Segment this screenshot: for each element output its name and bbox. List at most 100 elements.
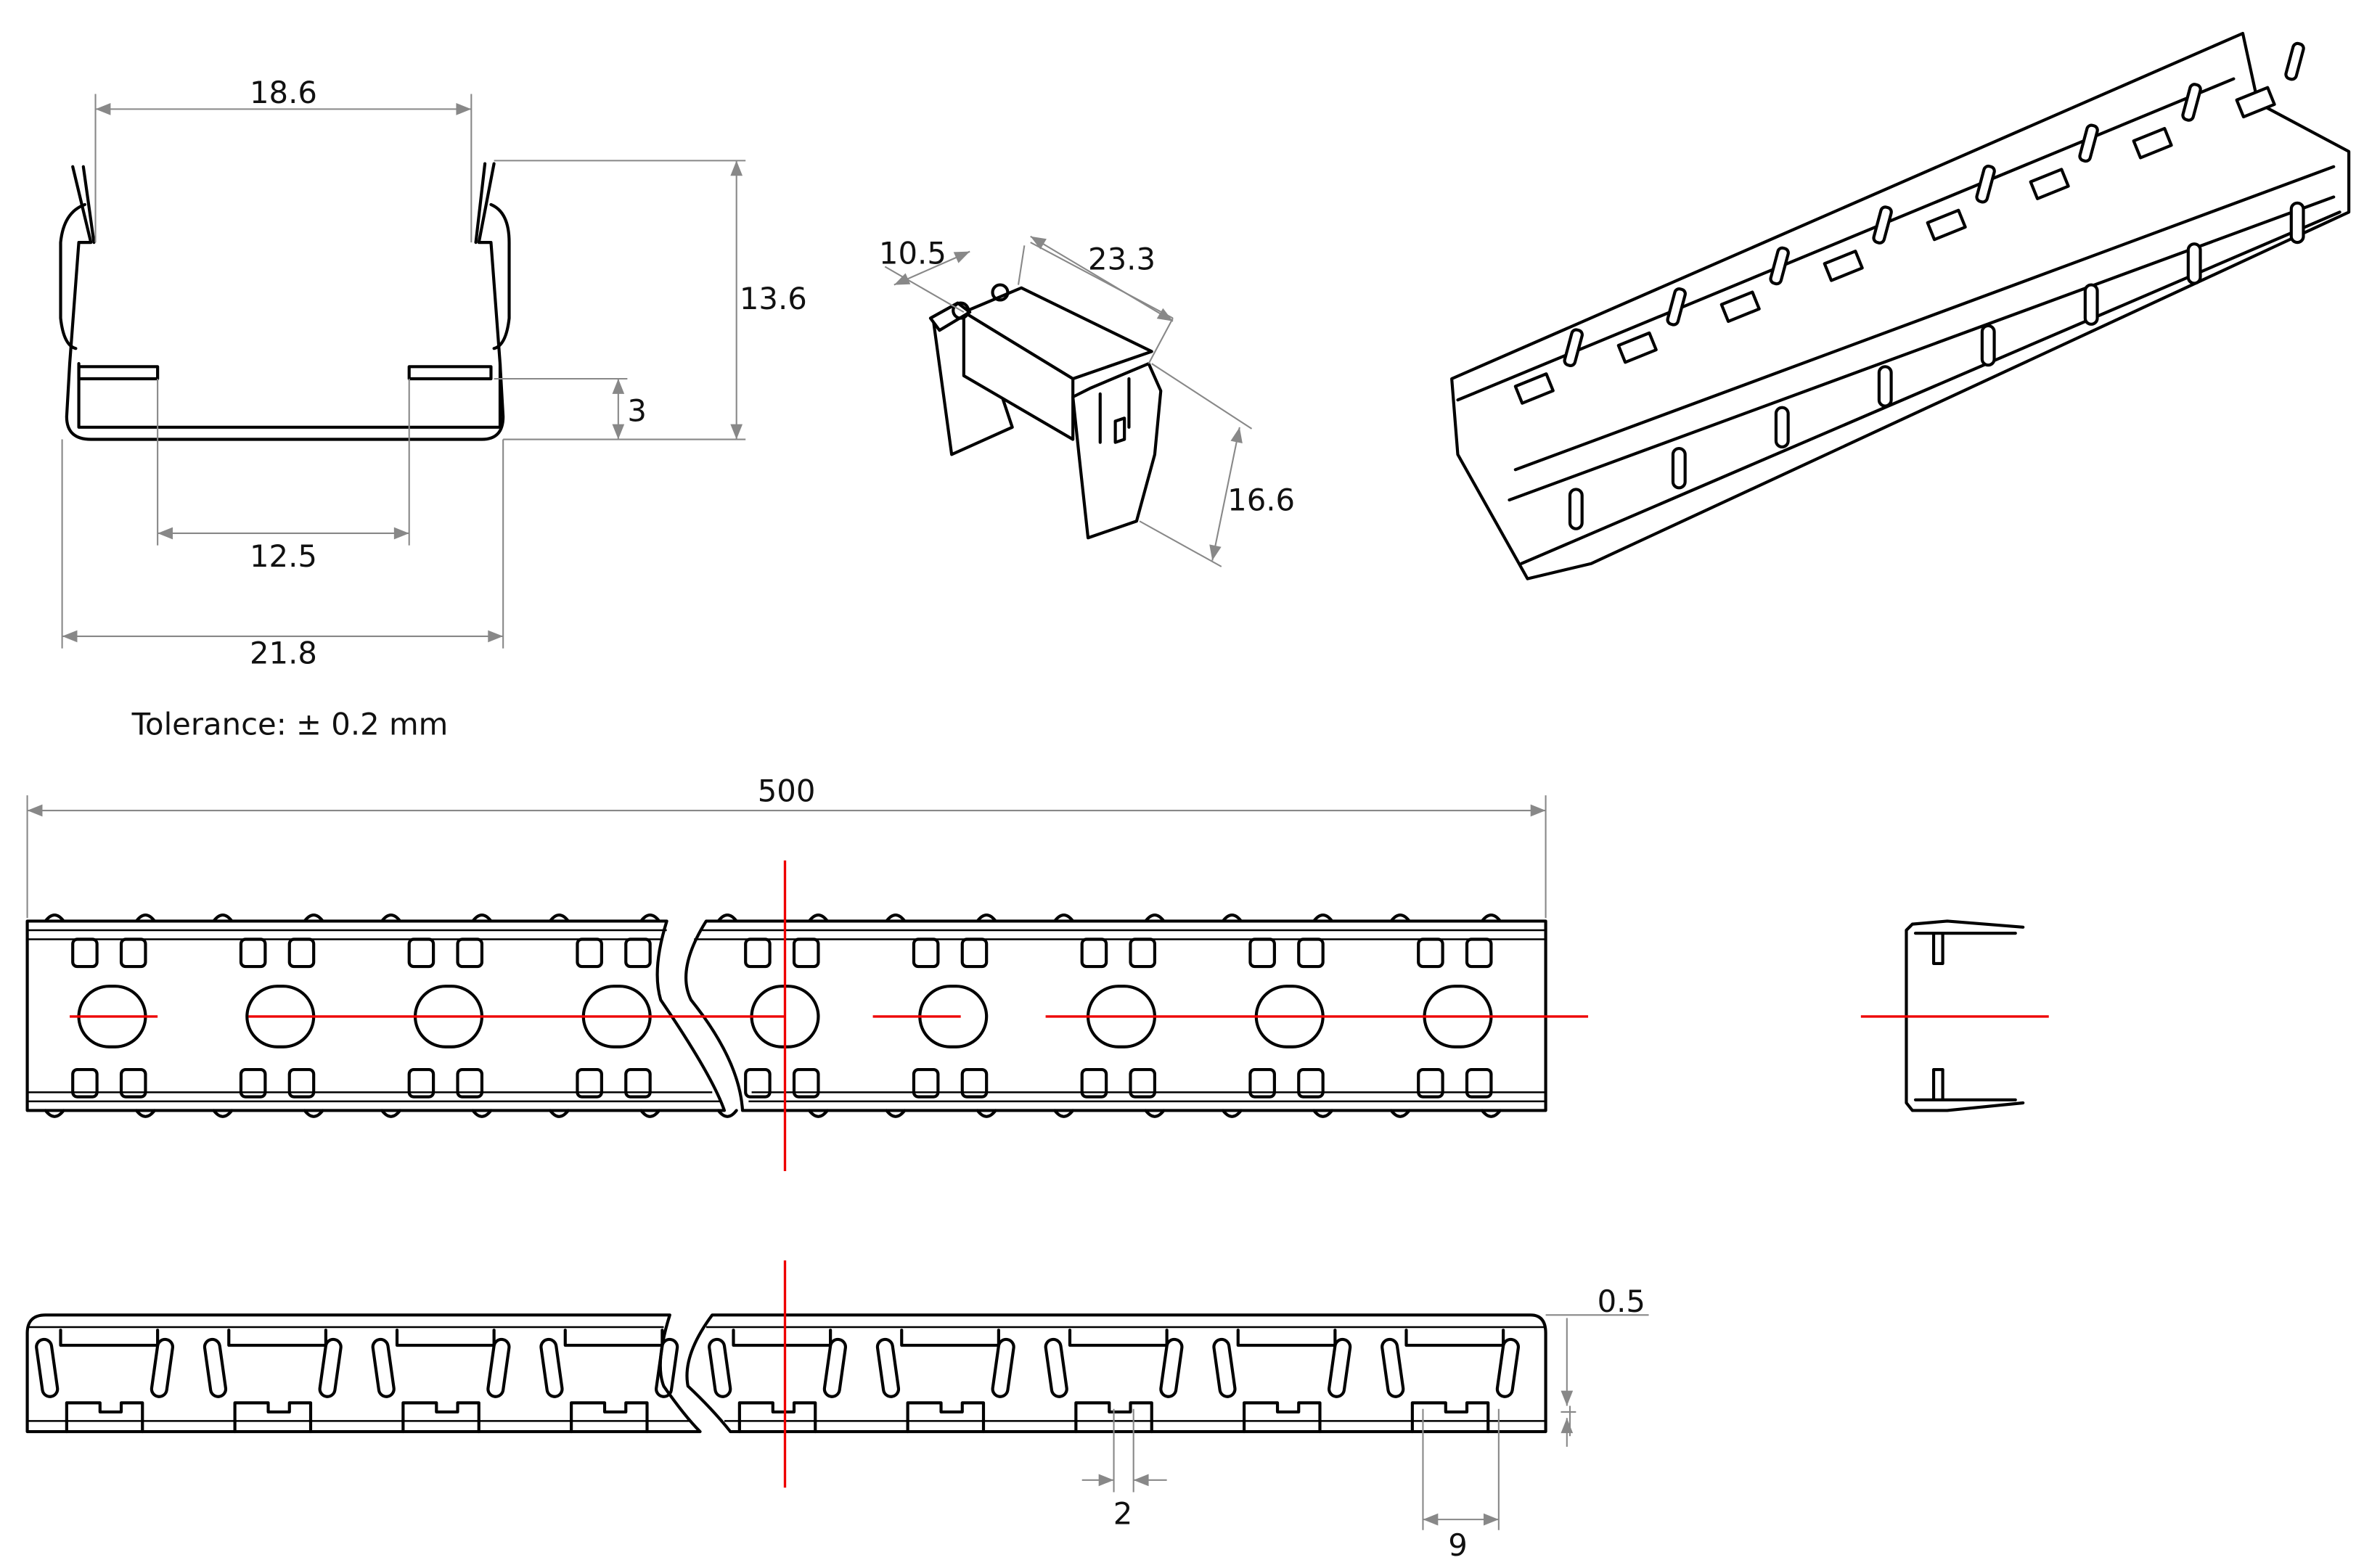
tab <box>1297 1067 1325 1099</box>
dim-clip-height: 16.6 <box>1227 483 1295 518</box>
tab <box>1417 1067 1444 1099</box>
pin <box>655 1337 679 1398</box>
tab <box>287 937 316 969</box>
channel-pin <box>1872 205 1893 245</box>
channel-tab <box>1719 290 1761 324</box>
channel-tab <box>2029 168 2070 200</box>
bump <box>1053 914 1075 1118</box>
tab <box>1248 937 1276 969</box>
tab <box>71 937 99 969</box>
tab <box>960 1067 989 1099</box>
tab <box>792 937 820 969</box>
tolerance-note: Tolerance: ± 0.2 mm <box>131 707 449 742</box>
clip-iso-view: 10.5 23.3 16.6 <box>879 235 1295 567</box>
profile-view: 18.6 13.6 3 12.5 21.8 Tolerance: ± 0.2 m… <box>59 75 807 742</box>
pin <box>1495 1337 1520 1398</box>
channel-pin <box>1666 287 1687 327</box>
channel-pin <box>2289 201 2305 245</box>
tab <box>1465 937 1493 969</box>
tab <box>1417 937 1444 969</box>
tab <box>792 1067 820 1099</box>
tab <box>912 937 940 969</box>
tab <box>456 1067 484 1099</box>
end-view <box>1860 919 2049 1112</box>
channel-tab <box>2235 86 2276 119</box>
window <box>1236 1329 1337 1347</box>
tab <box>912 1067 940 1099</box>
pin <box>539 1337 564 1398</box>
tab <box>1129 937 1157 969</box>
tab <box>1248 1067 1276 1099</box>
dim-clip-length: 23.3 <box>1088 242 1156 277</box>
channel-iso-view <box>1450 31 2351 580</box>
window <box>59 1329 160 1347</box>
right-lip <box>407 365 493 381</box>
tab <box>287 1067 316 1099</box>
tab <box>1465 1067 1493 1099</box>
bump <box>1221 914 1243 1118</box>
channel-pin <box>1980 324 1996 367</box>
pin <box>708 1337 732 1398</box>
dim-top-opening: 18.6 <box>250 75 317 110</box>
window <box>1068 1329 1169 1347</box>
tab <box>456 937 484 969</box>
pin <box>150 1337 174 1398</box>
bump <box>639 914 661 1118</box>
channel-pin <box>2078 123 2099 163</box>
pin <box>371 1337 396 1398</box>
dim-height: 13.6 <box>740 281 807 316</box>
tab <box>119 937 147 969</box>
channel-tab <box>1823 250 1864 282</box>
pin <box>318 1337 343 1398</box>
top-view: 500 <box>25 773 1589 1171</box>
dim-inner-base: 12.5 <box>250 538 317 574</box>
bump <box>212 914 234 1118</box>
tab <box>576 1067 603 1099</box>
bump <box>134 914 157 1118</box>
tab <box>744 937 772 969</box>
dim-overall-width: 21.8 <box>250 636 317 671</box>
bump <box>1312 914 1334 1118</box>
channel-pin <box>1568 488 1584 530</box>
foot <box>906 1401 986 1434</box>
window <box>395 1329 496 1347</box>
channel-tab <box>1926 208 1967 242</box>
pin <box>991 1337 1015 1398</box>
pin <box>822 1337 847 1398</box>
bump <box>976 914 997 1118</box>
foot <box>1074 1401 1153 1434</box>
tab <box>1297 937 1325 969</box>
foot <box>233 1401 313 1434</box>
dim-lip: 3 <box>627 393 647 428</box>
bump <box>380 914 402 1118</box>
channel-tab <box>2132 126 2173 160</box>
pin <box>875 1337 901 1398</box>
pin <box>1212 1337 1237 1398</box>
pin <box>1328 1337 1352 1398</box>
bump <box>1480 914 1502 1118</box>
left-lip <box>77 365 160 381</box>
dim-length: 500 <box>758 773 816 809</box>
foot <box>65 1401 144 1434</box>
window <box>732 1329 833 1347</box>
window <box>563 1329 664 1347</box>
channel-pin <box>1774 406 1790 449</box>
tab <box>576 937 603 969</box>
tab <box>119 1067 147 1099</box>
bump <box>1144 914 1166 1118</box>
channel-pin <box>1671 446 1687 490</box>
bump <box>44 914 65 1118</box>
channel-pin <box>1877 365 1893 408</box>
foot <box>401 1401 480 1434</box>
side-view: 0.5 2 9 <box>25 1260 1649 1563</box>
foot <box>570 1401 649 1434</box>
pin <box>203 1337 228 1398</box>
pin <box>1044 1337 1068 1398</box>
channel-pin <box>2181 83 2202 122</box>
pin <box>1159 1337 1184 1398</box>
channel-tab <box>1616 331 1658 364</box>
tab <box>624 1067 652 1099</box>
pin <box>486 1337 511 1398</box>
tab <box>239 1067 267 1099</box>
dim-pitch: 9 <box>1448 1527 1468 1563</box>
